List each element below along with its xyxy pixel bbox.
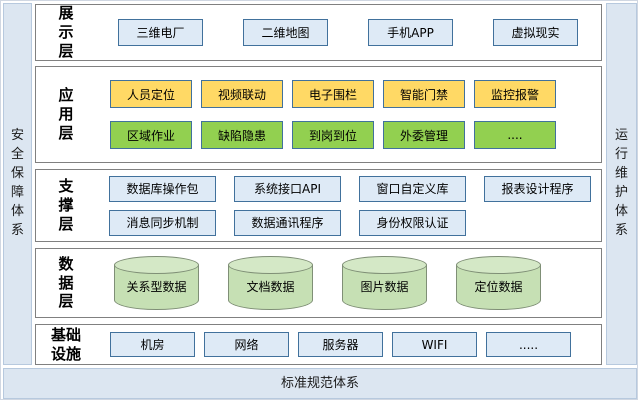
db-document-data: 文档数据 [228, 256, 313, 310]
application-row-2: 区域作业 缺陷隐患 到岗到位 外委管理 .... [110, 121, 601, 149]
layer-presentation-label: 展 示 层 [58, 4, 74, 60]
cylinder-top-shape [456, 256, 541, 274]
support-row-1: 数据库操作包 系统接口API 窗口自定义库 报表设计程序 [109, 175, 601, 202]
layer-application-label: 应 用 层 [58, 86, 74, 142]
item-wifi: WIFI [392, 332, 477, 357]
cylinder-top-shape [342, 256, 427, 274]
item-2d-map: 二维地图 [243, 19, 328, 46]
cylinder-top-shape [114, 256, 199, 274]
item-server: 服务器 [298, 332, 383, 357]
item-3d-plant: 三维电厂 [118, 19, 203, 46]
db-relational-data: 关系型数据 [114, 256, 199, 310]
item-video-linkage: 视频联动 [201, 80, 283, 108]
item-on-duty: 到岗到位 [292, 121, 374, 149]
item-identity-auth: 身份权限认证 [359, 209, 466, 236]
item-application-more: .... [474, 121, 556, 149]
band-standard-specification: 标准规范体系 [3, 368, 637, 399]
support-row-2: 消息同步机制 数据通讯程序 身份权限认证 [109, 209, 601, 236]
layer-data-label: 数 据 层 [58, 254, 74, 311]
infrastructure-row: 机房 网络 服务器 WIFI ..... [110, 332, 601, 357]
item-monitoring-alarm: 监控报警 [474, 80, 556, 108]
cylinder-top-shape [228, 256, 313, 274]
item-machine-room: 机房 [110, 332, 195, 357]
item-network: 网络 [204, 332, 289, 357]
data-row: 关系型数据 文档数据 图片数据 定位数据 [114, 256, 601, 310]
db-image-label: 图片数据 [360, 280, 409, 294]
item-outsourcing-management: 外委管理 [383, 121, 465, 149]
layer-infrastructure-label: 基础 设施 [50, 325, 81, 363]
band-operation-maintenance: 运 行 维 护 体 系 [606, 3, 637, 365]
item-personnel-positioning: 人员定位 [110, 80, 192, 108]
item-data-comm: 数据通讯程序 [234, 209, 341, 236]
db-positioning-label: 定位数据 [474, 280, 523, 294]
presentation-row: 三维电厂 二维地图 手机APP 虚拟现实 [118, 19, 601, 46]
item-defect-hazard: 缺陷隐患 [201, 121, 283, 149]
db-positioning-data: 定位数据 [456, 256, 541, 310]
item-message-sync: 消息同步机制 [109, 209, 216, 236]
db-image-data: 图片数据 [342, 256, 427, 310]
item-database-toolkit: 数据库操作包 [109, 175, 216, 202]
item-system-api: 系统接口API [234, 175, 341, 202]
band-security-assurance: 安 全 保 障 体 系 [3, 3, 32, 365]
item-smart-access: 智能门禁 [383, 80, 465, 108]
layer-infrastructure: 基础 设施 机房 网络 服务器 WIFI ..... [35, 324, 602, 365]
item-area-operation: 区域作业 [110, 121, 192, 149]
db-document-label: 文档数据 [246, 280, 295, 294]
application-row-1: 人员定位 视频联动 电子围栏 智能门禁 监控报警 [110, 80, 601, 108]
layer-application: 应 用 层 人员定位 视频联动 电子围栏 智能门禁 监控报警 区域作业 缺陷隐患… [35, 66, 602, 163]
item-report-designer: 报表设计程序 [484, 175, 591, 202]
item-infrastructure-more: ..... [486, 332, 571, 357]
db-relational-label: 关系型数据 [126, 280, 187, 294]
item-virtual-reality: 虚拟现实 [493, 19, 578, 46]
item-mobile-app: 手机APP [368, 19, 453, 46]
layer-support-label: 支 撑 层 [58, 177, 74, 233]
layer-presentation: 展 示 层 三维电厂 二维地图 手机APP 虚拟现实 [35, 4, 602, 61]
item-electronic-fence: 电子围栏 [292, 80, 374, 108]
layer-support: 支 撑 层 数据库操作包 系统接口API 窗口自定义库 报表设计程序 消息同步机… [35, 169, 602, 242]
layer-data: 数 据 层 关系型数据 文档数据 图片数据 [35, 248, 602, 318]
item-window-custom-lib: 窗口自定义库 [359, 175, 466, 202]
